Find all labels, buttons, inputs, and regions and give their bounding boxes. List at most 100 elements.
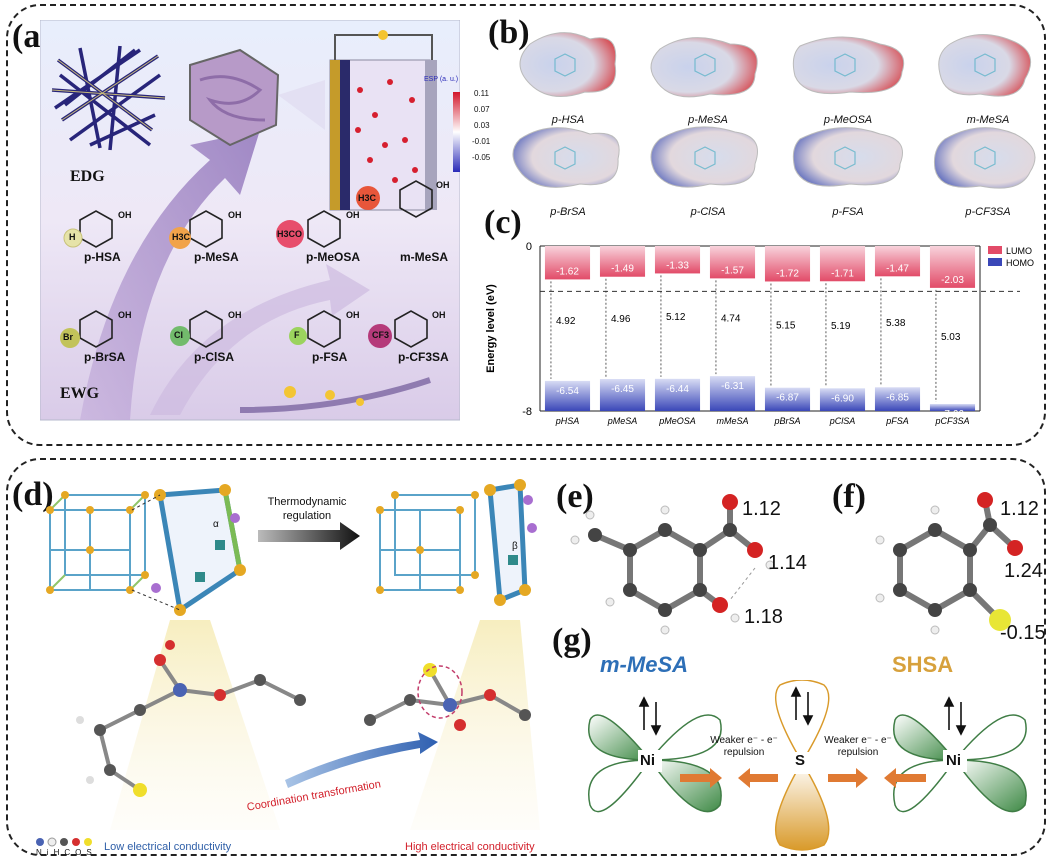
thermodynamic-regulation-label: Thermodynamic regulation bbox=[267, 496, 347, 522]
legend-ni: Ni bbox=[36, 848, 54, 857]
f-value-3: -0.15 bbox=[1000, 622, 1046, 644]
panel-d-illustration bbox=[36, 479, 540, 847]
sub-cl: Cl bbox=[174, 330, 183, 340]
esp-tick-4: -0.05 bbox=[472, 153, 491, 162]
e-value-1: 1.12 bbox=[742, 498, 781, 520]
esp-label-p-hsa: p-HSA bbox=[551, 114, 585, 126]
homo-bar-7 bbox=[929, 403, 976, 411]
legend-h: H bbox=[53, 848, 65, 857]
homo-bar-5 bbox=[819, 388, 866, 411]
g-repulsion-right-line2: repulsion bbox=[837, 747, 879, 758]
homo-label-1: -6.45 bbox=[611, 384, 634, 395]
homo-label-6: -6.85 bbox=[886, 392, 909, 403]
panel-label-d: (d) bbox=[12, 476, 54, 513]
panel-label-g: (g) bbox=[552, 622, 592, 659]
e-value-2: 1.14 bbox=[768, 552, 807, 574]
gap-label-6: 5.38 bbox=[886, 318, 906, 329]
legend-o: O bbox=[75, 848, 87, 857]
g-title-shsa: SHSA bbox=[892, 652, 954, 677]
lumo-label-5: -1.71 bbox=[831, 268, 854, 279]
esp-tick-3: -0.01 bbox=[472, 137, 491, 146]
sub-h3c-2: H3C bbox=[358, 193, 377, 203]
lumo-label-2: -1.33 bbox=[666, 260, 689, 271]
gap-label-4: 5.15 bbox=[776, 321, 796, 332]
oh-8: OH bbox=[432, 310, 446, 320]
legend-homo: HOMO bbox=[1006, 258, 1034, 268]
homo-label-2: -6.44 bbox=[666, 384, 689, 395]
ewg-label: EWG bbox=[60, 385, 100, 402]
gap-label-0: 4.92 bbox=[556, 316, 576, 327]
category-label-4: pBrSA bbox=[773, 416, 800, 426]
y-tick-neg8: -8 bbox=[522, 406, 532, 418]
category-label-3: mMeSA bbox=[716, 416, 748, 426]
lumo-bar-4 bbox=[764, 246, 811, 282]
homo-bar-1 bbox=[599, 379, 646, 411]
oh-7: OH bbox=[346, 310, 360, 320]
element-legend: NiHCOS bbox=[36, 848, 97, 857]
lumo-bar-0 bbox=[544, 246, 591, 280]
panel-a-illustration bbox=[40, 20, 460, 421]
top-panel-frame bbox=[6, 4, 1046, 446]
oh-5: OH bbox=[118, 310, 132, 320]
orbital-diagram bbox=[588, 680, 1027, 851]
legend-lumo: LUMO bbox=[1006, 246, 1032, 256]
panel-f-molecule bbox=[875, 492, 1023, 635]
category-label-6: pFSA bbox=[885, 416, 909, 426]
beta-label: β bbox=[512, 541, 518, 552]
gap-label-5: 5.19 bbox=[831, 321, 851, 332]
esp-label-p-cf3sa: p-CF3SA bbox=[965, 206, 1011, 218]
compound-p-hsa: p-HSA bbox=[84, 250, 121, 264]
homo-label-0: -6.54 bbox=[556, 386, 579, 397]
gap-label-2: 5.12 bbox=[666, 312, 686, 323]
homo-bar-2 bbox=[654, 378, 701, 411]
sub-f: F bbox=[294, 330, 300, 340]
alpha-label: α bbox=[213, 519, 219, 530]
legend-swatch-lumo bbox=[988, 246, 1002, 254]
e-value-3: 1.18 bbox=[744, 606, 783, 628]
g-repulsion-right: Weaker e⁻ - e⁻ repulsion bbox=[818, 735, 898, 759]
category-label-7: pCF3SA bbox=[934, 416, 969, 426]
compound-p-cf3sa: p-CF3SA bbox=[398, 350, 449, 364]
category-label-1: pMeSA bbox=[607, 416, 638, 426]
oh-2: OH bbox=[228, 210, 242, 220]
y-tick-0: 0 bbox=[526, 241, 532, 253]
homo-label-4: -6.87 bbox=[776, 393, 799, 404]
esp-label-p-fsa: p-FSA bbox=[832, 206, 864, 218]
compound-p-meosa: p-MeOSA bbox=[306, 250, 360, 264]
f-value-2: 1.24 bbox=[1004, 560, 1043, 582]
category-label-2: pMeOSA bbox=[658, 416, 696, 426]
oh-1: OH bbox=[118, 210, 132, 220]
esp-label-p-mesa: p-MeSA bbox=[688, 114, 728, 126]
esp-tick-2: 0.03 bbox=[474, 121, 490, 130]
esp-title: ESP (a. u.) bbox=[424, 76, 459, 83]
lumo-bar-1 bbox=[599, 246, 646, 277]
homo-bar-4 bbox=[764, 387, 811, 411]
g-s-center: S bbox=[795, 752, 806, 769]
lumo-bar-5 bbox=[819, 246, 866, 282]
g-title-m-mesa: m-MeSA bbox=[600, 652, 689, 677]
g-repulsion-left: Weaker e⁻ - e⁻ repulsion bbox=[704, 735, 784, 759]
legend-swatch-homo bbox=[988, 258, 1002, 266]
y-axis-label: Energy level (eV) bbox=[485, 284, 497, 373]
lumo-label-7: -2.03 bbox=[941, 275, 964, 286]
category-label-5: pClSA bbox=[829, 416, 856, 426]
g-repulsion-left-line1: Weaker e⁻ - e⁻ bbox=[710, 735, 778, 746]
panel-label-c: (c) bbox=[484, 204, 522, 241]
homo-bar-6 bbox=[874, 387, 921, 411]
sub-h3co: H3CO bbox=[277, 229, 303, 239]
bottom-panel-frame bbox=[6, 458, 1046, 856]
low-conductivity-label: Low electrical conductivity bbox=[104, 841, 232, 853]
homo-label-3: -6.31 bbox=[721, 381, 744, 392]
sub-h: H bbox=[69, 232, 76, 242]
g-ni-right: Ni bbox=[946, 752, 961, 769]
f-value-1: 1.12 bbox=[1000, 498, 1039, 520]
lumo-label-4: -1.72 bbox=[776, 268, 799, 279]
sub-cf3: CF3 bbox=[372, 330, 390, 340]
panel-label-e: (e) bbox=[556, 478, 594, 515]
legend-s: S bbox=[86, 848, 97, 857]
g-repulsion-left-line2: repulsion bbox=[723, 747, 765, 758]
high-conductivity-label: High electrical conductivity bbox=[405, 841, 535, 853]
gap-label-7: 5.03 bbox=[941, 332, 961, 343]
oh-3: OH bbox=[346, 210, 360, 220]
